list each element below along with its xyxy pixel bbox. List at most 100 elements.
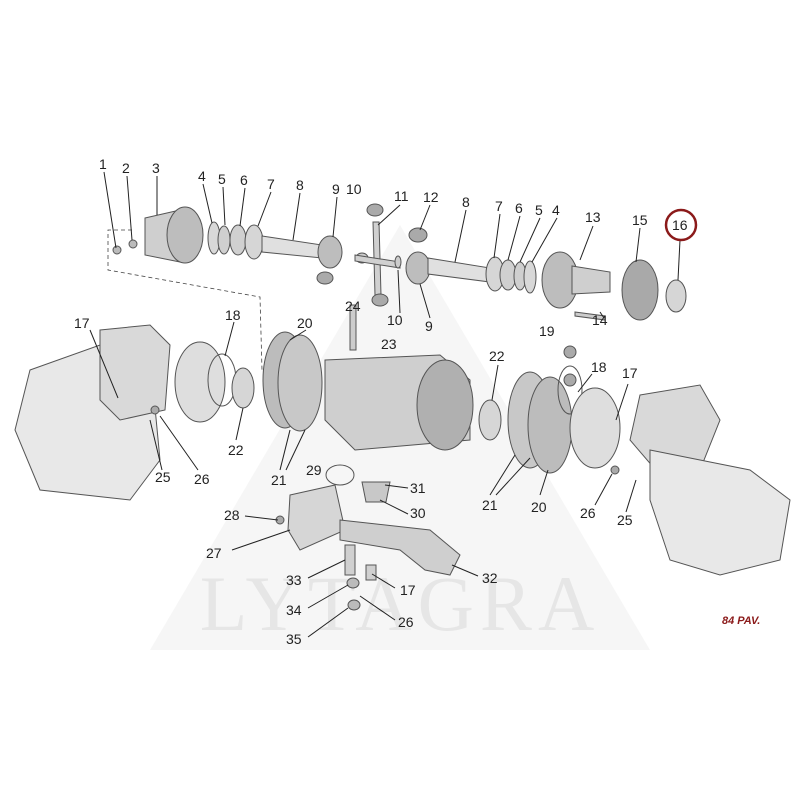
leader-17c [371, 573, 396, 589]
leader-6a [239, 187, 246, 227]
leader-34 [307, 584, 349, 609]
part-nut-19a [563, 345, 577, 359]
callout-8a: 8 [296, 177, 304, 193]
leader-2 [126, 175, 133, 241]
leader-9b [419, 283, 431, 319]
part-ring-gear-15 [621, 259, 659, 321]
part-pin-33 [344, 544, 356, 576]
callout-20b: 20 [531, 499, 547, 515]
callout-6a: 6 [240, 172, 248, 188]
leader-31 [384, 484, 409, 489]
leader-17b [615, 383, 629, 421]
part-seal-22b [478, 399, 502, 441]
callout-15: 15 [632, 212, 648, 228]
callout-34: 34 [286, 602, 302, 618]
part-bearing-16 [665, 279, 687, 313]
part-hub-13-body [571, 265, 611, 295]
callout-14: 14 [592, 312, 608, 328]
leader-17a [89, 329, 119, 399]
part-steering-block [287, 484, 346, 551]
leader-32 [451, 564, 479, 577]
part-pinion-9a [317, 235, 343, 269]
part-bearing-7a [244, 224, 264, 260]
leader-8b [454, 209, 467, 263]
callout-5a: 5 [218, 171, 226, 187]
callout-28: 28 [224, 507, 240, 523]
callout-4a: 4 [198, 168, 206, 184]
part-seal-22a [231, 367, 255, 409]
callout-9a: 9 [332, 181, 340, 197]
callout-27: 27 [206, 545, 222, 561]
callout-20a: 20 [297, 315, 313, 331]
part-flange-3-disc [166, 206, 204, 264]
leader-21b-2 [495, 457, 531, 496]
part-plate-20b [527, 376, 573, 474]
leader-5a [222, 186, 226, 226]
leader-6b [507, 215, 521, 261]
callout-33: 33 [286, 572, 302, 588]
watermark-text: LYTAGRA [200, 560, 601, 647]
part-shaft-8a [261, 235, 323, 259]
leader-21a-1 [279, 429, 291, 471]
part-nut-35 [347, 599, 361, 611]
leader-26a [159, 415, 199, 471]
part-gear-left [316, 271, 334, 285]
callout-labels: 1 2 3 4 5 6 7 8 9 10 11 12 8 7 6 5 4 13 … [74, 156, 688, 647]
callout-35: 35 [286, 631, 302, 647]
leader-20a [289, 329, 307, 341]
leader-22a [235, 407, 244, 441]
callout-7a: 7 [267, 176, 275, 192]
leader-4b [531, 217, 558, 263]
leader-10b [397, 269, 401, 314]
part-steering-arm-32 [339, 519, 461, 576]
part-pinion-9b [405, 251, 431, 285]
leader-7a [257, 191, 272, 227]
callout-26b: 26 [580, 505, 596, 521]
leader-20b [539, 469, 549, 496]
callout-26a: 26 [194, 471, 210, 487]
part-pin-17c [365, 564, 377, 581]
callout-25b: 25 [617, 512, 633, 528]
leader-25b [625, 479, 637, 513]
upper-shaft-assembly [112, 203, 687, 321]
leader-13 [579, 225, 594, 261]
callout-29: 29 [306, 462, 322, 478]
part-ring-5a [217, 225, 231, 255]
part-right-flange [569, 387, 621, 469]
callout-11: 11 [394, 188, 409, 204]
page-reference: 84 PAV. [722, 615, 760, 627]
lower-steering-assembly [275, 464, 461, 611]
callout-17a: 17 [74, 315, 90, 331]
callout-18b: 18 [591, 359, 607, 375]
part-nut-26b [610, 465, 620, 475]
leader-11 [377, 204, 401, 226]
callout-22a: 22 [228, 442, 244, 458]
leader-1 [103, 171, 117, 249]
part-washer-2 [128, 239, 138, 249]
part-cross-arm [354, 254, 401, 269]
part-plate-21a [277, 334, 323, 432]
callout-22b: 22 [489, 348, 505, 364]
leader-16 [677, 239, 681, 281]
callout-2: 2 [122, 160, 130, 176]
leader-26b [594, 473, 613, 506]
part-left-flange [174, 341, 226, 423]
leader-18a [224, 321, 235, 357]
part-washer-34 [346, 577, 360, 589]
leader-27 [231, 529, 291, 551]
callout-25a: 25 [155, 469, 171, 485]
callout-10b: 10 [387, 312, 403, 328]
part-gear-bottom [371, 293, 389, 307]
center-housing-assembly [14, 304, 791, 576]
part-nut-26a [150, 405, 160, 415]
leader-21b-1 [489, 454, 516, 496]
callout-21b: 21 [482, 497, 498, 513]
callout-1: 1 [99, 156, 107, 172]
leader-4a [202, 183, 213, 224]
leader-lines [89, 171, 681, 638]
highlight-ring [664, 208, 698, 242]
callout-10a: 10 [346, 181, 362, 197]
callout-21a: 21 [271, 472, 287, 488]
part-housing-23-end [416, 359, 474, 451]
